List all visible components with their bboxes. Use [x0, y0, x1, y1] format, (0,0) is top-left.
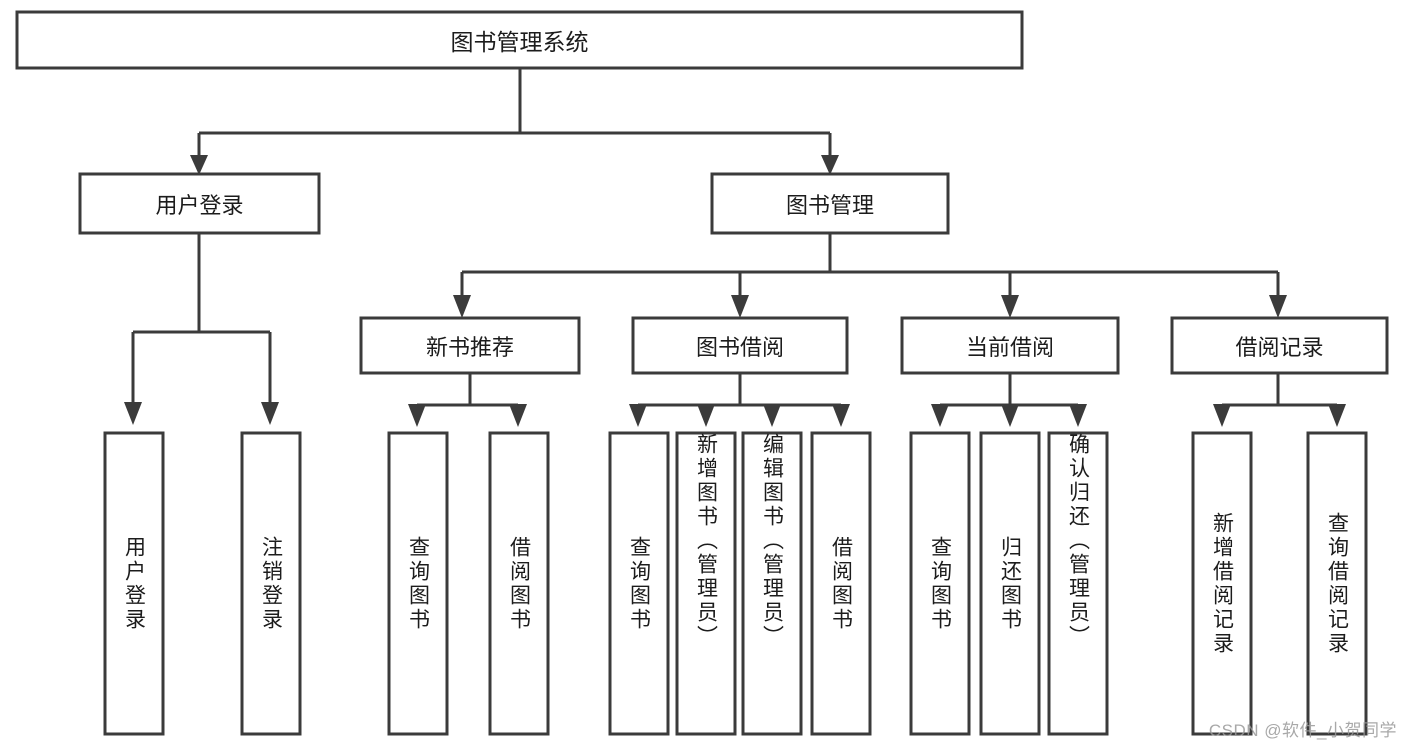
- node-leaf-borrow-book-1[interactable]: [488, 431, 550, 736]
- arrow-to-leaf-add-record: [1213, 404, 1231, 427]
- node-book-manage[interactable]: [710, 172, 950, 235]
- arrow-to-leaf-return-book: [1001, 404, 1019, 427]
- node-leaf-query-book-1[interactable]: [387, 431, 449, 736]
- arrow-to-leaf-confirm-return: [1069, 404, 1087, 427]
- csdn-watermark: CSDN @软件_小贺同学: [1208, 721, 1397, 740]
- node-current-borrow[interactable]: [900, 316, 1120, 375]
- arrow-to-leaf-user-login: [124, 402, 142, 425]
- arrow-to-borrow-record: [1269, 295, 1287, 318]
- arrow-to-leaf-user-logout: [261, 402, 279, 425]
- node-group: [15, 10, 1389, 736]
- arrow-to-current-borrow: [1001, 295, 1019, 318]
- arrow-to-leaf-add-book: [697, 404, 715, 427]
- node-leaf-query-book-2[interactable]: [608, 431, 670, 736]
- node-leaf-query-record[interactable]: [1306, 431, 1368, 736]
- node-leaf-edit-book[interactable]: [741, 431, 803, 736]
- node-book-borrow[interactable]: [631, 316, 849, 375]
- arrow-to-leaf-borrow-book-2: [832, 404, 850, 427]
- arrow-to-leaf-query-book-1: [408, 404, 426, 427]
- node-leaf-borrow-book-2[interactable]: [810, 431, 872, 736]
- node-user-login[interactable]: [78, 172, 321, 235]
- arrow-to-new-book-rec: [453, 295, 471, 318]
- node-leaf-add-record[interactable]: [1191, 431, 1253, 736]
- arrow-to-leaf-edit-book: [763, 404, 781, 427]
- node-borrow-record[interactable]: [1170, 316, 1389, 375]
- arrow-to-leaf-query-record: [1328, 404, 1346, 427]
- arrow-to-leaf-borrow-book-1: [509, 404, 527, 427]
- node-leaf-return-book[interactable]: [979, 431, 1041, 736]
- arrow-to-leaf-query-book-3: [931, 404, 949, 427]
- arrow-to-leaf-query-book-2: [629, 404, 647, 427]
- arrow-to-user-login: [190, 155, 208, 175]
- connector-group: [124, 68, 1346, 427]
- node-leaf-user-logout[interactable]: [240, 431, 302, 736]
- arrow-to-book-manage: [821, 155, 839, 175]
- node-leaf-user-login[interactable]: [103, 431, 165, 736]
- node-leaf-query-book-3[interactable]: [909, 431, 971, 736]
- arrow-to-book-borrow: [731, 295, 749, 318]
- node-root[interactable]: [15, 10, 1024, 70]
- node-new-book-rec[interactable]: [359, 316, 581, 375]
- node-leaf-confirm-return[interactable]: [1047, 431, 1109, 736]
- node-leaf-add-book[interactable]: [675, 431, 737, 736]
